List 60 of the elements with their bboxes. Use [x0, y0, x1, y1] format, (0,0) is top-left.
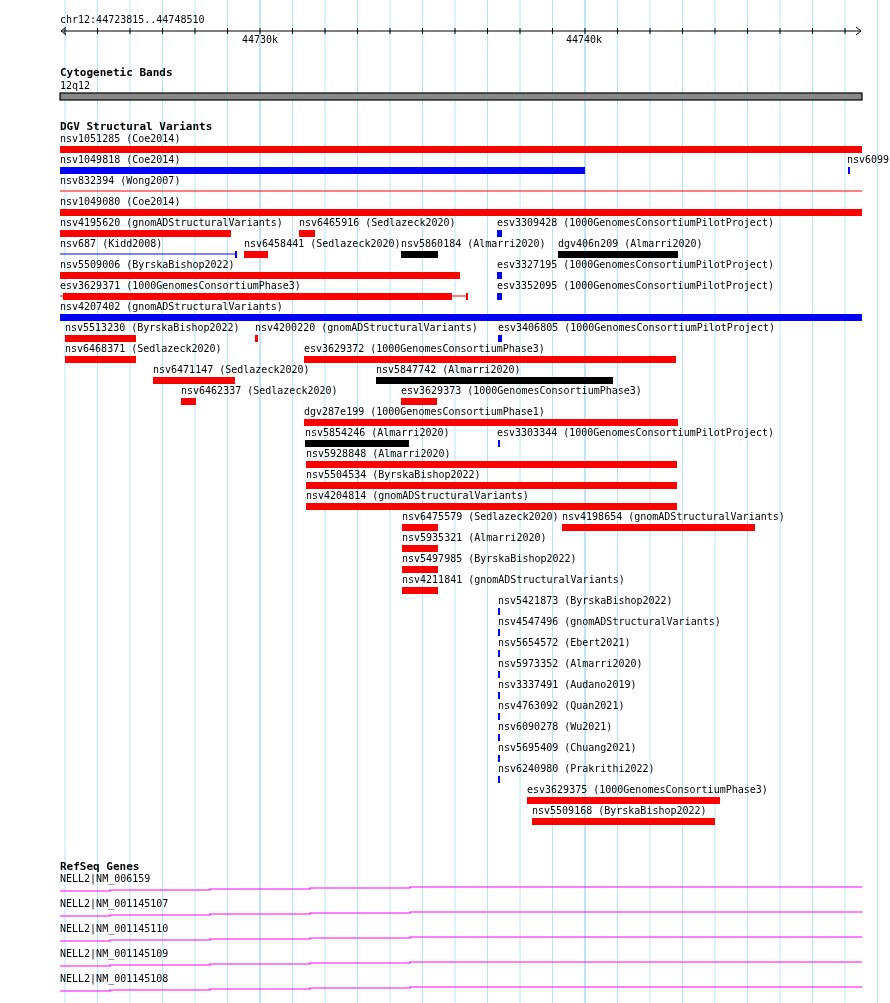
variant-label: nsv687 (Kidd2008)	[60, 238, 163, 250]
gene-label: NELL2|NM_001145107	[60, 898, 169, 910]
variant-label: nsv6240980 (Prakrithi2022)	[498, 763, 655, 775]
variant-label: nsv1051285 (Coe2014)	[60, 133, 181, 145]
variant-label: esv3406805 (1000GenomesConsortiumPilotProject)	[498, 322, 775, 334]
variant-label: nsv4195620 (gnomADStructuralVariants)	[60, 217, 283, 229]
variant-label: nsv5695409 (Chuang2021)	[498, 742, 637, 754]
track-title: Cytogenetic Bands	[60, 67, 173, 79]
variant-label: nsv6458441 (Sedlazeck2020)	[244, 238, 401, 250]
variant-label: esv3629373 (1000GenomesConsortiumPhase3)	[401, 385, 642, 397]
variant-label: nsv5854246 (Almarri2020)	[305, 427, 450, 439]
variant-label: nsv5654572 (Ebert2021)	[498, 637, 631, 649]
variant-label: nsv4547496 (gnomADStructuralVariants)	[498, 616, 721, 628]
variant-label: nsv5497985 (ByrskaBishop2022)	[402, 553, 577, 565]
variant-label: nsv4200220 (gnomADStructuralVariants)	[255, 322, 478, 334]
variant-label: nsv6099	[847, 154, 890, 166]
variant-label: nsv4207402 (gnomADStructuralVariants)	[60, 301, 283, 313]
variant-label: nsv1049080 (Coe2014)	[60, 196, 181, 208]
variant-label: nsv5504534 (ByrskaBishop2022)	[306, 469, 481, 481]
variant-label: nsv6090278 (Wu2021)	[498, 721, 613, 733]
variant-label: esv3629375 (1000GenomesConsortiumPhase3)	[527, 784, 768, 796]
variant-label: nsv6471147 (Sedlazeck2020)	[153, 364, 310, 376]
variant-label: esv3629371 (1000GenomesConsortiumPhase3)	[60, 280, 301, 292]
variant-label: esv3352095 (1000GenomesConsortiumPilotProject)	[497, 280, 774, 292]
variant-label: nsv6468371 (Sedlazeck2020)	[65, 343, 222, 355]
variant-label: nsv5847742 (Almarri2020)	[376, 364, 521, 376]
variant-label: nsv4204814 (gnomADStructuralVariants)	[306, 490, 529, 502]
scale-label: 44730k	[242, 34, 279, 46]
variant-label: nsv4198654 (gnomADStructuralVariants)	[562, 511, 785, 523]
gene-label: NELL2|NM_001145110	[60, 923, 169, 935]
variant-label: nsv5928848 (Almarri2020)	[306, 448, 451, 460]
band-label: 12q12	[60, 80, 91, 92]
variant-label: nsv3337491 (Audano2019)	[498, 679, 637, 691]
variant-label: dgv406n209 (Almarri2020)	[558, 238, 703, 250]
variant-label: nsv5973352 (Almarri2020)	[498, 658, 643, 670]
gene-label: NELL2|NM_006159	[60, 873, 151, 885]
variant-label: nsv5860184 (Almarri2020)	[401, 238, 546, 250]
scale-label: 44740k	[566, 34, 603, 46]
variant-label: nsv5509168 (ByrskaBishop2022)	[532, 805, 707, 817]
variant-label: esv3629372 (1000GenomesConsortiumPhase3)	[304, 343, 545, 355]
variant-label: nsv5421873 (ByrskaBishop2022)	[498, 595, 673, 607]
variant-label: esv3309428 (1000GenomesConsortiumPilotProject)	[497, 217, 774, 229]
gene-label: NELL2|NM_001145109	[60, 948, 169, 960]
variant-label: nsv5509006 (ByrskaBishop2022)	[60, 259, 235, 271]
variant-label: nsv4211841 (gnomADStructuralVariants)	[402, 574, 625, 586]
variant-label: nsv6475579 (Sedlazeck2020)	[402, 511, 559, 523]
variant-label: nsv6465916 (Sedlazeck2020)	[299, 217, 456, 229]
variant-label: nsv1049818 (Coe2014)	[60, 154, 181, 166]
coordinate-label: chr12:44723815..44748510	[60, 14, 205, 26]
variant-label: dgv287e199 (1000GenomesConsortiumPhase1)	[304, 406, 545, 418]
variant-label: esv3327195 (1000GenomesConsortiumPilotProject)	[497, 259, 774, 271]
variant-label: nsv6462337 (Sedlazeck2020)	[181, 385, 338, 397]
track-title: DGV Structural Variants	[60, 121, 213, 133]
variant-label: nsv5935321 (Almarri2020)	[402, 532, 547, 544]
variant-label: nsv5513230 (ByrskaBishop2022)	[65, 322, 240, 334]
variant-label: esv3303344 (1000GenomesConsortiumPilotProject)	[497, 427, 774, 439]
variant-label: nsv832394 (Wong2007)	[60, 175, 181, 187]
gene-label: NELL2|NM_001145108	[60, 973, 169, 985]
track-title: RefSeq Genes	[60, 861, 140, 873]
variant-label: nsv4763092 (Quan2021)	[498, 700, 625, 712]
